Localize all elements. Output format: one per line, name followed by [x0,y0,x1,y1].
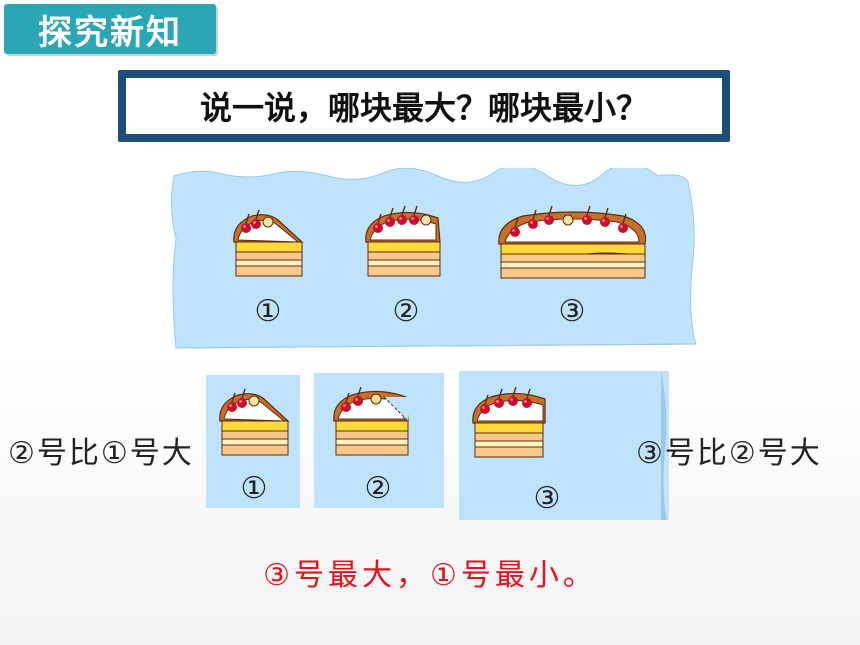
top-label-3: ③ [558,294,586,329]
compare-cake-1 [219,388,290,456]
question-frame: 说一说，哪块最大？哪块最小？ [118,70,730,142]
compare-card-1: ① [206,375,300,508]
compare-card-3: ③ [459,371,669,520]
compare-cake-3 [472,386,546,458]
top-label-1: ① [254,294,282,329]
compare-cake-2 [333,386,409,456]
conclusion-text: ③号最大，①号最小。 [263,558,597,593]
cake-strip: ① ② ③ [168,163,698,352]
compare-label-1: ① [240,471,268,506]
section-badge: 探究新知 [4,4,216,54]
compare-card-2: ② [314,373,444,508]
cake-2-medium [365,205,441,277]
compare-label-3: ③ [533,481,561,516]
cake-1-small [233,209,304,277]
question-text: 说一说，哪块最大？哪块最小？ [126,78,722,134]
left-comparison-text: ②号比①号大 [8,436,194,471]
cake-3-large [498,205,647,279]
section-badge-label: 探究新知 [38,12,182,53]
right-comparison-text: ③号比②号大 [636,436,822,471]
compare-label-2: ② [364,471,392,506]
top-label-2: ② [392,294,420,329]
compare-card-3-edge [661,371,667,520]
